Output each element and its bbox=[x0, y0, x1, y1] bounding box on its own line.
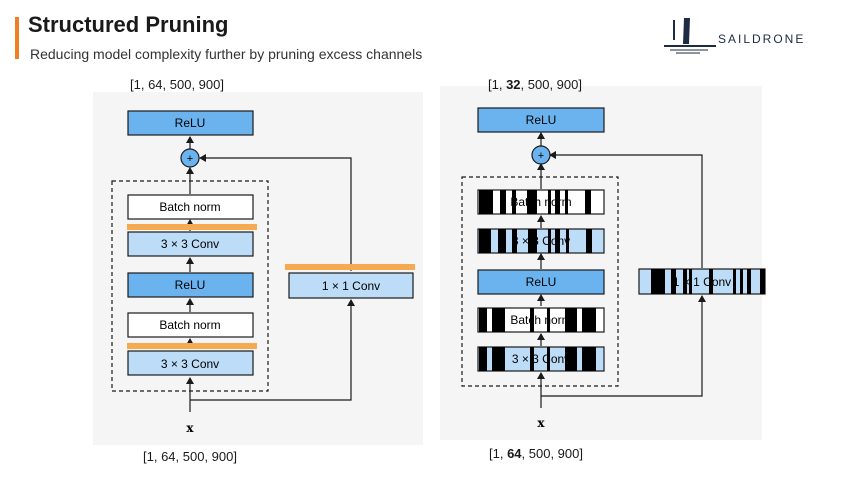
left-relu-mid-label: ReLU bbox=[175, 278, 206, 292]
left-pruning-bar-2 bbox=[127, 343, 257, 349]
left-pruning-bar-1 bbox=[127, 224, 257, 230]
right-batchnorm-2-pruned-channels bbox=[479, 190, 591, 214]
left-shortcut-conv-box bbox=[288, 272, 414, 299]
right-add-node bbox=[531, 145, 551, 165]
left-conv-2-label: 3 × 3 Conv bbox=[161, 237, 219, 251]
left-relu-mid-box bbox=[127, 272, 254, 298]
left-add-symbol: + bbox=[187, 153, 193, 165]
right-output-dim: [1, 32, 500, 900] bbox=[488, 77, 582, 92]
right-batchnorm-1-label: Batch norm bbox=[510, 313, 571, 327]
left-batchnorm-1-box bbox=[127, 312, 254, 338]
left-relu-output-box bbox=[127, 110, 254, 136]
right-input-x-label: x bbox=[537, 416, 545, 430]
left-batchnorm-2-label: Batch norm bbox=[159, 200, 220, 214]
left-add-node bbox=[180, 148, 200, 168]
right-input-dim-prefix: [1, bbox=[489, 446, 508, 461]
slide-title: Structured Pruning bbox=[28, 12, 229, 37]
left-pruning-bar-shortcut bbox=[285, 264, 415, 270]
right-input-dim-channels: 64 bbox=[507, 446, 522, 461]
right-conv-2-pruned-channels bbox=[479, 229, 592, 253]
slide-subtitle: Reducing model complexity further by pru… bbox=[30, 46, 423, 62]
right-batchnorm-2-box bbox=[477, 189, 605, 215]
right-relu-output-box bbox=[477, 107, 605, 133]
right-residual-block-outline bbox=[461, 176, 619, 387]
right-output-dim-suffix: , 500, 900] bbox=[520, 77, 582, 92]
right-diagram-panel bbox=[440, 86, 762, 440]
left-batchnorm-1-label: Batch norm bbox=[159, 318, 220, 332]
right-conv-1-pruned-channels bbox=[479, 347, 596, 371]
left-input-dim: [1, 64, 500, 900] bbox=[143, 449, 237, 464]
left-batchnorm-2-box bbox=[127, 194, 254, 220]
right-relu-mid-box bbox=[477, 269, 605, 295]
left-shortcut-conv-label: 1 × 1 Conv bbox=[322, 279, 380, 293]
logo-wordmark: SAILDRONE bbox=[718, 32, 806, 46]
left-relu-output-label: ReLU bbox=[175, 116, 206, 130]
left-conv-1-label: 3 × 3 Conv bbox=[161, 357, 219, 371]
left-conv-1-box bbox=[127, 350, 254, 376]
right-output-dim-channels: 32 bbox=[506, 77, 521, 92]
left-residual-block-outline bbox=[111, 180, 269, 392]
right-shortcut-conv-label: 1 × 1 Conv bbox=[673, 275, 731, 289]
right-relu-mid-label: ReLU bbox=[526, 275, 557, 289]
right-input-dim-suffix: , 500, 900] bbox=[521, 446, 583, 461]
left-conv-2-box bbox=[127, 231, 254, 257]
left-output-dim: [1, 64, 500, 900] bbox=[130, 77, 224, 92]
left-input-x-label: x bbox=[186, 421, 194, 435]
right-output-dim-prefix: [1, bbox=[488, 77, 507, 92]
right-conv-2-label: 3 × 3 Conv bbox=[512, 234, 570, 248]
right-batchnorm-2-label: Batch norm bbox=[510, 195, 571, 209]
right-add-symbol: + bbox=[538, 150, 544, 162]
right-conv-1-label: 3 × 3 Conv bbox=[512, 352, 570, 366]
title-accent-bar bbox=[15, 17, 19, 59]
saildrone-boat-icon bbox=[664, 18, 716, 54]
right-relu-output-label: ReLU bbox=[526, 113, 557, 127]
right-input-dim: [1, 64, 500, 900] bbox=[489, 446, 583, 461]
right-shortcut-pruned-channels bbox=[651, 269, 765, 294]
saildrone-logo: SAILDRONE bbox=[662, 16, 840, 60]
right-batchnorm-1-pruned-channels bbox=[479, 308, 596, 332]
